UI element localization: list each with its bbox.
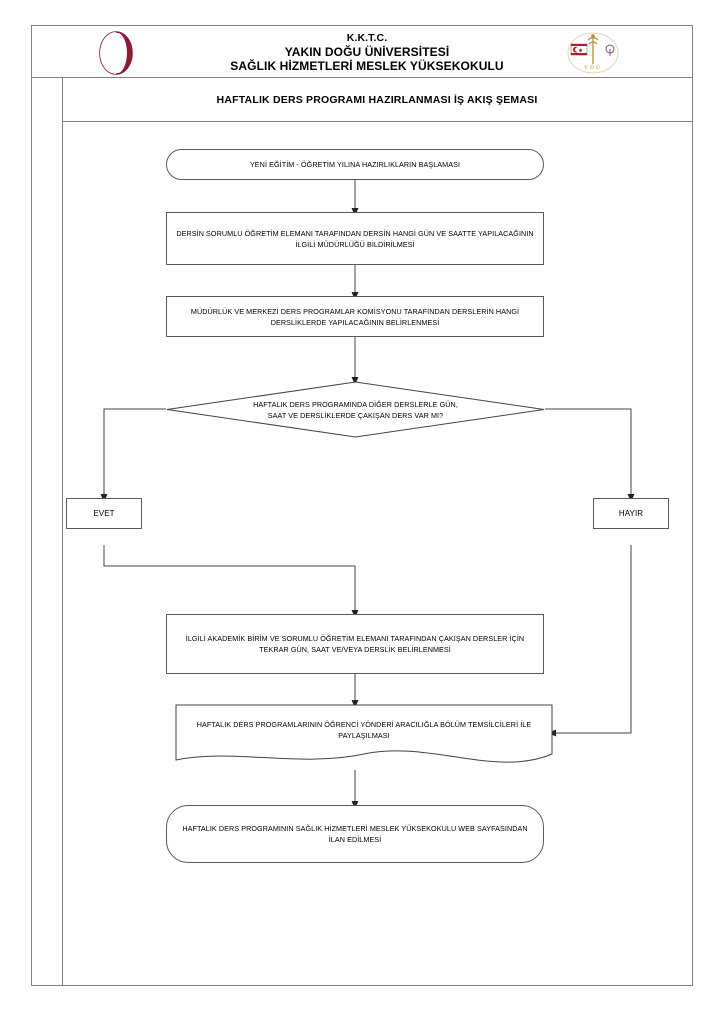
flow-node-branch-no[interactable]: HAYIR bbox=[593, 498, 669, 529]
flow-node-decision[interactable]: HAFTALIK DERS PROGRAMINDA DİĞER DERSLERL… bbox=[166, 381, 545, 438]
flow-node-step1-label: DERSİN SORUMLU ÖĞRETİM ELEMANI TARAFINDA… bbox=[176, 228, 534, 249]
flow-node-step3-label: İLGİLİ AKADEMİK BİRİM VE SORUMLU ÖĞRETİM… bbox=[185, 634, 525, 654]
document-shape bbox=[175, 704, 553, 770]
diamond-shape bbox=[166, 381, 545, 438]
document-page: K.K.T.C. YAKIN DOĞU ÜNİVERSİTESİ SAĞLIK … bbox=[31, 25, 693, 986]
header-line-country: K.K.T.C. bbox=[346, 32, 388, 44]
flow-node-end-label: HAFTALIK DERS PROGRAMININ SAĞLIK HİZMETL… bbox=[182, 824, 528, 844]
near-east-university-crescent-logo bbox=[94, 30, 138, 76]
health-services-vocational-school-emblem: YDÜ bbox=[563, 30, 623, 76]
flow-node-end[interactable]: HAFTALIK DERS PROGRAMININ SAĞLIK HİZMETL… bbox=[166, 805, 544, 863]
flow-node-step3[interactable]: İLGİLİ AKADEMİK BİRİM VE SORUMLU ÖĞRETİM… bbox=[166, 614, 544, 674]
flowchart-title: HAFTALIK DERS PROGRAMI HAZIRLANMASI İŞ A… bbox=[216, 93, 538, 106]
flow-node-branch-yes[interactable]: EVET bbox=[66, 498, 142, 529]
flow-node-step4-document[interactable]: HAFTALIK DERS PROGRAMLARININ ÖĞRENCİ YÖN… bbox=[175, 704, 553, 770]
flowchart-canvas: YENİ EĞİTİM - ÖĞRETİM YILINA HAZIRLIKLAR… bbox=[32, 26, 694, 987]
flow-node-step4-label: HAFTALIK DERS PROGRAMLARININ ÖĞRENCİ YÖN… bbox=[196, 720, 532, 740]
flowchart-subtitle-bar: HAFTALIK DERS PROGRAMI HAZIRLANMASI İŞ A… bbox=[62, 78, 692, 122]
flow-node-step2-label: MÜDÜRLÜK VE MERKEZİ DERS PROGRAMLAR KOMİ… bbox=[190, 306, 520, 327]
svg-text:YDÜ: YDÜ bbox=[584, 64, 602, 71]
content-frame bbox=[62, 78, 692, 985]
header-line-school: SAĞLIK HİZMETLERİ MESLEK YÜKSEKOKULU bbox=[230, 59, 504, 73]
institution-title-block: K.K.T.C. YAKIN DOĞU ÜNİVERSİTESİ SAĞLIK … bbox=[182, 31, 552, 73]
flow-node-branch-yes-label: EVET bbox=[93, 509, 115, 518]
document-header: K.K.T.C. YAKIN DOĞU ÜNİVERSİTESİ SAĞLIK … bbox=[32, 26, 692, 78]
flow-node-step1[interactable]: DERSİN SORUMLU ÖĞRETİM ELEMANI TARAFINDA… bbox=[166, 212, 544, 265]
flow-node-decision-label: HAFTALIK DERS PROGRAMINDA DİĞER DERSLERL… bbox=[253, 399, 458, 420]
flow-node-start[interactable]: YENİ EĞİTİM - ÖĞRETİM YILINA HAZIRLIKLAR… bbox=[166, 149, 544, 180]
flow-node-start-label: YENİ EĞİTİM - ÖĞRETİM YILINA HAZIRLIKLAR… bbox=[249, 160, 461, 169]
header-line-university: YAKIN DOĞU ÜNİVERSİTESİ bbox=[284, 45, 450, 59]
flow-node-branch-no-label: HAYIR bbox=[618, 509, 644, 518]
flow-node-step2[interactable]: MÜDÜRLÜK VE MERKEZİ DERS PROGRAMLAR KOMİ… bbox=[166, 296, 544, 337]
